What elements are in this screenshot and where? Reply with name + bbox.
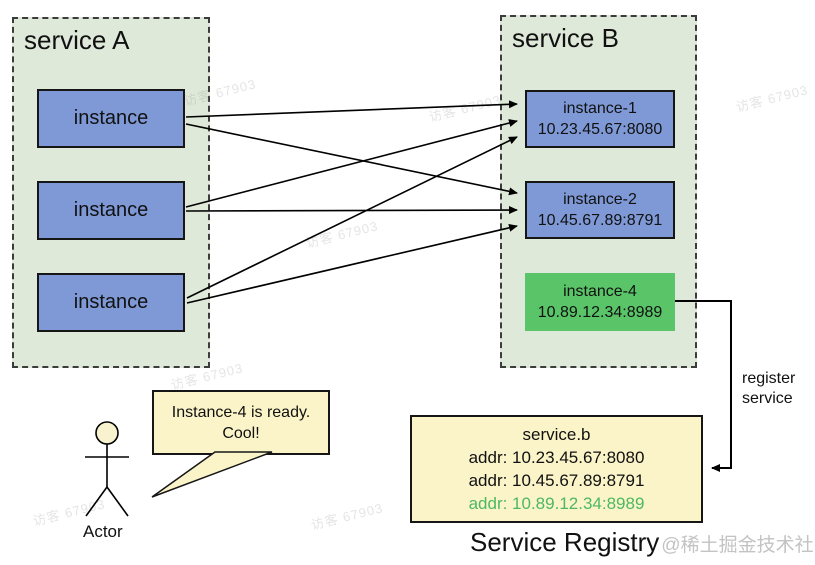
register-service-label: register service [742, 369, 795, 409]
service-b-instance-4: instance-4 10.89.12.34:8989 [525, 273, 675, 331]
service-a-instance-3: instance [37, 273, 185, 332]
registry-addr-1: addr: 10.23.45.67:8080 [468, 448, 645, 467]
instance-addr: 10.45.67.89:8791 [537, 212, 663, 229]
actor-label: Actor [83, 522, 123, 541]
registry-addr-2: addr: 10.45.67.89:8791 [468, 471, 645, 490]
speech-line2: Cool! [222, 424, 260, 442]
watermark: 访客 67903 [734, 82, 810, 115]
arrow-a1-b2 [185, 123, 518, 196]
registry-service-name: service.b [522, 425, 591, 444]
instance-name: instance-4 [563, 283, 637, 300]
watermark: 访客 67903 [427, 92, 503, 125]
service-a-instance-2: instance [37, 181, 185, 240]
community-credit-watermark: @稀土掘金技术社区 [661, 535, 815, 556]
registry-caption: Service Registry@稀土掘金技术社区 [470, 527, 815, 558]
arrow-a3-b1 [186, 136, 518, 299]
instance-addr: 10.23.45.67:8080 [537, 121, 663, 138]
watermark: 访客 67903 [304, 218, 380, 251]
speech-bubble: Instance-4 is ready. Cool! [152, 390, 330, 455]
instance-addr: 10.89.12.34:8989 [537, 304, 663, 321]
instance-name: instance-1 [563, 100, 637, 117]
service-b-instance-1: instance-1 10.23.45.67:8080 [525, 90, 675, 148]
registry-addr-3-highlighted: addr: 10.89.12.34:8989 [468, 494, 645, 513]
service-a-title: service A [24, 25, 130, 55]
service-a-instance-1: instance [37, 89, 185, 148]
speech-line1: Instance-4 is ready. [171, 403, 311, 421]
register-service-line1: register [742, 370, 796, 387]
load-balance-arrows [185, 100, 518, 304]
arrow-a2-b1 [185, 119, 518, 208]
instance-label: instance [73, 199, 149, 221]
arrow-a2-b2 [185, 206, 518, 215]
register-service-line2: service [742, 390, 793, 407]
registry-caption-text: Service Registry [470, 527, 660, 557]
watermark: 访客 67903 [309, 500, 385, 533]
instance-label: instance [73, 107, 149, 129]
service-b-title: service B [512, 23, 619, 53]
actor-leg-right [106, 486, 129, 517]
speech-bubble-tail [151, 451, 273, 498]
service-b-instance-2: instance-2 10.45.67.89:8791 [525, 181, 675, 239]
instance-label: instance [73, 291, 149, 313]
instance-name: instance-2 [563, 191, 637, 208]
service-registry-box: service.b addr: 10.23.45.67:8080 addr: 1… [410, 415, 703, 523]
actor-head [95, 421, 119, 445]
